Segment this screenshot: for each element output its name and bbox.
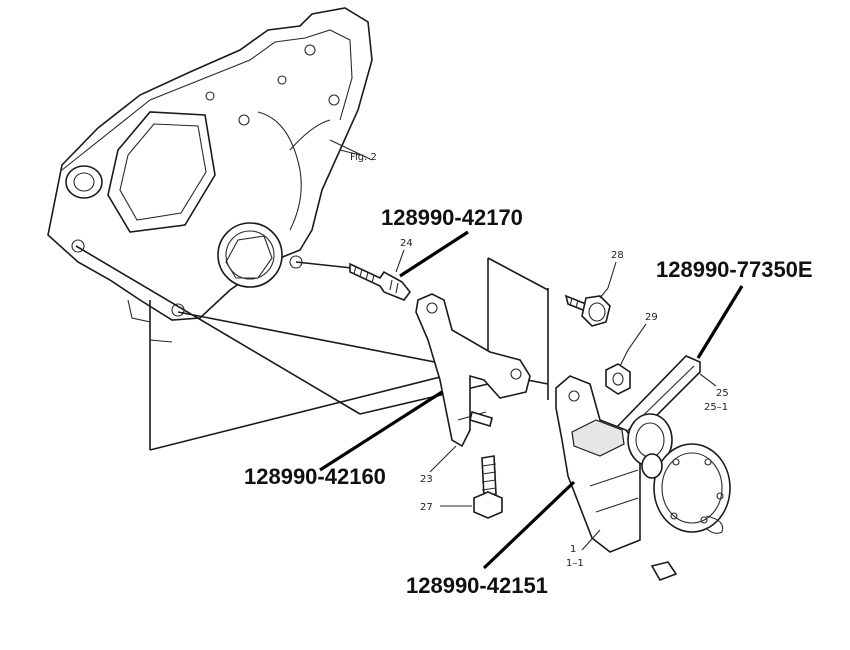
part-number-42170: 128990-42170 bbox=[381, 205, 523, 230]
callout-128990-77350e: 128990-77350E bbox=[656, 257, 813, 359]
part-number-42151: 128990-42151 bbox=[406, 573, 548, 598]
gear-case-housing: Fig. 2 bbox=[47, 7, 377, 343]
ref-27: 27 bbox=[420, 502, 433, 513]
ref-24: 24 bbox=[400, 238, 413, 249]
stud-bolt-24 bbox=[349, 262, 412, 301]
part-number-42160: 128990-42160 bbox=[244, 464, 386, 489]
bracket-23 bbox=[415, 293, 531, 448]
ref-1: 1 bbox=[570, 544, 576, 555]
ref-28: 28 bbox=[611, 250, 624, 261]
ref-23: 23 bbox=[420, 474, 433, 485]
callout-128990-42151: 128990-42151 bbox=[406, 480, 576, 598]
bolt-27 bbox=[440, 455, 503, 519]
ref-25-1: 25–1 bbox=[704, 402, 728, 413]
part-number-77350e: 128990-77350E bbox=[656, 257, 813, 282]
nut-29 bbox=[605, 349, 631, 395]
ref-29: 29 bbox=[645, 312, 658, 323]
ref-25: 25 bbox=[716, 388, 729, 399]
callout-128990-42160: 128990-42160 bbox=[244, 390, 443, 489]
ref-1-1: 1–1 bbox=[566, 558, 584, 569]
pump-body-1 bbox=[555, 375, 731, 581]
reference-numbers: 24 28 29 25 25–1 23 27 1 1–1 bbox=[395, 238, 729, 569]
fig-2-label: Fig. 2 bbox=[350, 152, 377, 163]
callout-128990-42170: 128990-42170 bbox=[381, 205, 523, 278]
bolt-28 bbox=[564, 287, 611, 327]
